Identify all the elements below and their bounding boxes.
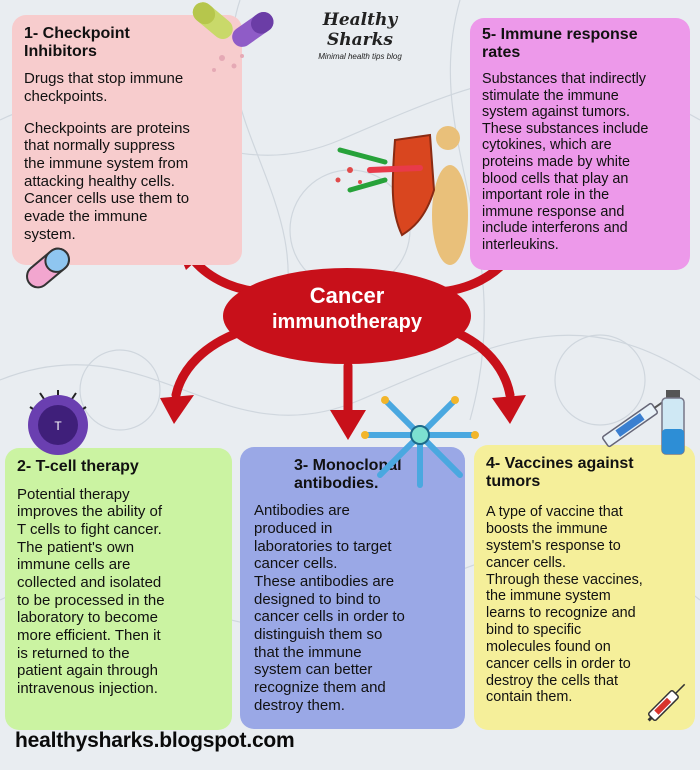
- arrow-to-vaccines: [450, 327, 515, 400]
- card-title: 3- Monoclonal antibodies.: [294, 457, 402, 492]
- card-title: 2- T-cell therapy: [17, 458, 139, 475]
- card-text: Antibodies are produced in laboratories …: [254, 502, 405, 714]
- card-title: 5- Immune response rates: [482, 26, 638, 61]
- arrow-to-tcell: [171, 327, 245, 400]
- capsule-icon: [192, 2, 274, 72]
- shield-body-icon: [335, 126, 468, 265]
- card-immune-response-rates: 5- Immune response rates Substances that…: [470, 18, 690, 270]
- card-checkpoint-inhibitors: 1- Checkpoint Inhibitors Drugs that stop…: [12, 15, 242, 265]
- brand-logo: Healthy Sharks Minimal health tips blog: [290, 10, 430, 61]
- card-text: Substances that indirectly stimulate the…: [482, 71, 649, 253]
- card-text: Checkpoints are proteins that normally s…: [24, 119, 190, 243]
- card-text: A type of vaccine that boosts the immune…: [486, 504, 643, 706]
- card-title: 4- Vaccines against tumors: [486, 455, 634, 490]
- syringe-vial-icon: [602, 390, 685, 455]
- antibody-icon: [361, 396, 479, 488]
- center-ellipse: [223, 268, 471, 364]
- card-text: Potential therapy improves the ability o…: [17, 485, 165, 698]
- pill-icon: [26, 247, 70, 289]
- card-vaccines-against-tumors: 4- Vaccines against tumors A type of vac…: [474, 445, 695, 730]
- center-title: Cancer immunotherapy: [222, 283, 472, 334]
- card-title: 1- Checkpoint Inhibitors: [24, 25, 130, 60]
- card-monoclonal-antibodies: 3- Monoclonal antibodies. Antibodies are…: [240, 447, 465, 729]
- footer-url: healthysharks.blogspot.com: [15, 729, 295, 752]
- brand-tagline: Minimal health tips blog: [318, 52, 402, 61]
- brand-title: Healthy Sharks: [322, 10, 398, 50]
- card-t-cell-therapy: 2- T-cell therapy Potential therapy impr…: [5, 448, 232, 730]
- t-cell-label: T: [54, 419, 62, 433]
- t-cell-icon: T: [28, 390, 88, 455]
- card-text: Drugs that stop immune checkpoints.: [24, 70, 184, 105]
- syringe-icon: [647, 683, 686, 722]
- center-title-line2: immunotherapy: [271, 311, 423, 333]
- center-title-line1: Cancer: [309, 283, 385, 308]
